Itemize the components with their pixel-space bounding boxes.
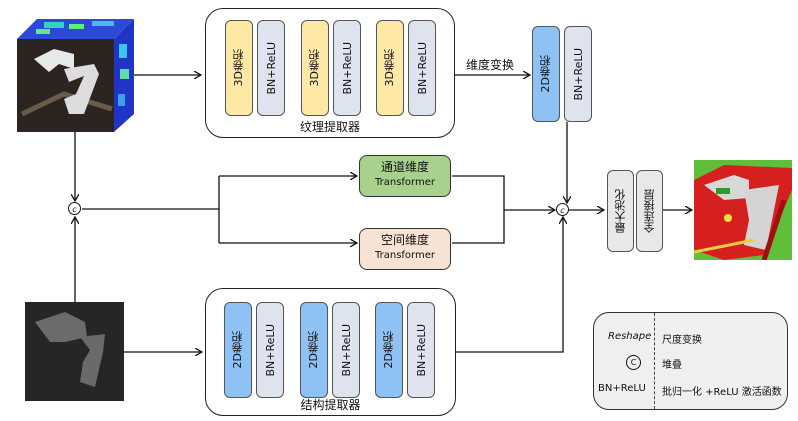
bn-relu-block-2: BN+ReLU — [333, 20, 361, 116]
grayscale-structure-image — [25, 302, 124, 401]
reshape-label: 维度变换 — [466, 58, 515, 72]
bn-relu-block-1: BN+ReLU — [257, 20, 285, 116]
concat-node-right: c — [556, 203, 569, 216]
reshape-bn-relu-block: BN+ReLU — [564, 26, 592, 122]
conv2d-block-2: 2D卷积 — [300, 302, 328, 398]
legend-bn-relu-desc: 批归一化 +ReLU 激活函数 — [662, 387, 782, 398]
struct-bn-relu-block-1: BN+ReLU — [256, 302, 284, 398]
struct-bn-relu-block-2: BN+ReLU — [332, 302, 360, 398]
legend-reshape-symbol: Reshape — [608, 331, 652, 342]
classification-map-output — [694, 160, 792, 260]
channel-transformer-block: 通道维度 Transformer — [359, 155, 451, 197]
conv3d-block-1: 3D卷积 — [225, 20, 253, 116]
wire-structure-to-concat — [456, 217, 563, 353]
legend-bn-relu-symbol: BN+ReLU — [598, 383, 646, 394]
conv2d-block-1: 2D卷积 — [224, 302, 252, 398]
wire-from-channel — [452, 175, 505, 244]
conv2d-block-3: 2D卷积 — [375, 302, 403, 398]
max-pool-block: 最大池化 — [607, 170, 634, 252]
reshape-conv2d-block: 2D卷积 — [532, 26, 560, 122]
texture-extractor-label: 纹理提取器 — [299, 120, 360, 134]
structure-extractor-label: 结构提取器 — [300, 398, 361, 412]
bn-relu-block-3: BN+ReLU — [408, 20, 436, 116]
legend-concat-desc: 堆叠 — [662, 360, 682, 371]
conv3d-block-3: 3D卷积 — [376, 20, 404, 116]
hyperspectral-cube-image — [17, 19, 134, 132]
legend-box: Reshape 尺度变换 C 堆叠 BN+ReLU 批归一化 +ReLU 激活函… — [593, 312, 788, 410]
struct-bn-relu-block-3: BN+ReLU — [407, 302, 435, 398]
legend-reshape-desc: 尺度变换 — [662, 335, 702, 346]
spatial-transformer-block: 空间维度 Transformer — [359, 228, 451, 270]
fully-connected-block: 全连接层 — [636, 170, 663, 252]
legend-concat-symbol: C — [626, 355, 641, 370]
concat-node-left: c — [68, 202, 81, 215]
legend-divider — [654, 313, 655, 409]
conv3d-block-2: 3D卷积 — [301, 20, 329, 116]
